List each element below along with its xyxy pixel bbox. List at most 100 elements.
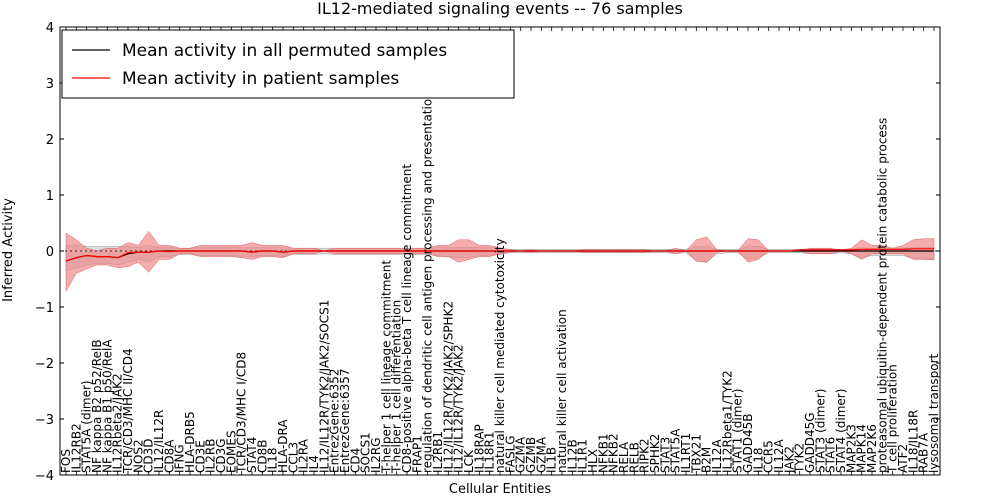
category-label: IL12A bbox=[710, 439, 724, 473]
category-label: FRAP1 bbox=[410, 435, 424, 473]
category-label: IL18 bbox=[751, 448, 765, 474]
category-label: HLA-DRA bbox=[276, 419, 290, 473]
category-label: RELA bbox=[617, 441, 631, 473]
category-label: EntrezGene:6357 bbox=[338, 369, 352, 474]
category-label: MAP2K3 bbox=[844, 424, 858, 473]
category-label: IL18 bbox=[266, 448, 280, 474]
category-label: LCK bbox=[462, 449, 476, 473]
category-label: EOMES bbox=[224, 430, 238, 473]
category-label: TBX21 bbox=[689, 434, 703, 474]
category-label: GZMA bbox=[514, 436, 528, 473]
category-label: IL1RT1 bbox=[679, 433, 693, 473]
category-label: T-helper 1 cell lineage commitment bbox=[379, 260, 393, 474]
category-label: GZMB bbox=[524, 437, 538, 473]
chart-title: IL12-mediated signaling events -- 76 sam… bbox=[317, 0, 683, 18]
category-label: RIPK2 bbox=[638, 438, 652, 473]
category-label: IL2RG bbox=[369, 438, 383, 474]
category-label: IL12A bbox=[772, 439, 786, 473]
category-label: regulation of dendritic cell antigen pro… bbox=[421, 91, 435, 473]
category-label: IL2RB1 bbox=[431, 431, 445, 473]
y-ticks: −4 −3 −2 −1 0 1 2 3 4 bbox=[35, 21, 940, 484]
category-label: TCR/CD3/MHC II/CD4 bbox=[121, 348, 135, 474]
category-label: IL18/IL18R bbox=[906, 410, 920, 473]
category-label: IL2RA bbox=[297, 438, 311, 473]
category-label: NOS2 bbox=[131, 439, 145, 473]
category-label: IL2RB bbox=[204, 439, 218, 473]
category-label: STAT3 bbox=[658, 437, 672, 473]
category-label: HLX bbox=[586, 449, 600, 473]
category-label: GZMA bbox=[534, 436, 548, 473]
category-label: ATF2 bbox=[896, 444, 910, 473]
category-label: natural killer cell activation bbox=[555, 309, 569, 473]
legend: Mean activity in all permuted samples Me… bbox=[61, 29, 515, 99]
category-label: STAT4 bbox=[245, 437, 259, 473]
category-label: STAT4 (dimer) bbox=[834, 389, 848, 473]
category-label: IL1R1 bbox=[576, 439, 590, 473]
category-label: natural killer cell mediated cytotoxicit… bbox=[493, 238, 507, 473]
category-label: RELB bbox=[627, 442, 641, 473]
category-label: B2M bbox=[700, 447, 714, 473]
category-label: TCR/CD3/MHC I/CD8 bbox=[235, 352, 249, 474]
category-label: SOCS1 bbox=[359, 432, 373, 473]
category-label: FASLG bbox=[503, 435, 517, 473]
category-label: IL12/IL12R bbox=[152, 410, 166, 473]
category-label: IL12/IL12R/TYK2/JAK2 bbox=[452, 344, 466, 473]
y-tick-label: 0 bbox=[46, 245, 54, 260]
category-label: IL18R1 bbox=[483, 432, 497, 473]
category-label: CD8A bbox=[162, 439, 176, 473]
category-label: STAT5A (dimer) bbox=[80, 380, 94, 473]
category-label: FOS bbox=[59, 449, 73, 473]
y-tick-label: −2 bbox=[35, 357, 54, 372]
category-label: STAT5A bbox=[669, 428, 683, 473]
category-label: CD3E bbox=[193, 440, 207, 473]
category-label: CD4 bbox=[348, 448, 362, 473]
category-label: CD3D bbox=[142, 439, 156, 474]
category-label: CD3G bbox=[214, 438, 228, 473]
series-line-1 bbox=[65, 248, 934, 262]
category-label: CCR5 bbox=[762, 440, 776, 473]
y-tick-label: −3 bbox=[35, 413, 54, 428]
x-axis-label: Cellular Entities bbox=[449, 482, 551, 497]
category-label: RAB7A bbox=[917, 432, 931, 473]
category-label: NFKB1 bbox=[596, 433, 610, 473]
category-label: NFKB2 bbox=[607, 433, 621, 473]
category-label: CCL3 bbox=[286, 442, 300, 473]
category-label: CD8-positive alpha-beta T cell lineage c… bbox=[400, 164, 414, 473]
category-label: MAPK14 bbox=[855, 424, 869, 473]
legend-label-patient: Mean activity in patient samples bbox=[122, 69, 399, 89]
category-label: GADD45B bbox=[741, 414, 755, 474]
y-tick-label: −4 bbox=[35, 469, 54, 484]
y-tick-label: 4 bbox=[46, 21, 54, 36]
category-label: TYK2 bbox=[793, 443, 807, 474]
category-label: proteasomal ubiquitin-dependent protein … bbox=[875, 118, 889, 473]
y-tick-label: 2 bbox=[46, 133, 54, 148]
category-label: T cell proliferation bbox=[886, 364, 900, 474]
category-label: IFNG bbox=[173, 444, 187, 473]
lines-layer bbox=[60, 248, 940, 262]
category-label: MAP2K6 bbox=[865, 424, 879, 473]
category-label: IL12/IL12R/TYK2/JAK2/SOCS1 bbox=[317, 300, 331, 473]
category-label: STAT3 (dimer) bbox=[813, 389, 827, 473]
category-label: EntrezGene:6352 bbox=[328, 369, 342, 474]
category-label: IL18RAP bbox=[472, 424, 486, 473]
category-label: T-helper 1 cell differentiation bbox=[390, 300, 404, 474]
category-label: IL12B bbox=[565, 439, 579, 473]
legend-label-permuted: Mean activity in all permuted samples bbox=[122, 41, 447, 61]
category-label: lysosomal transport bbox=[927, 353, 941, 473]
category-label: STAT6 bbox=[824, 437, 838, 473]
category-label: IL12RB2 bbox=[69, 423, 83, 473]
category-label: IL12Rbeta1/TYK2 bbox=[720, 370, 734, 473]
category-label: STAT1 (dimer) bbox=[731, 389, 745, 473]
y-tick-label: −1 bbox=[35, 301, 54, 316]
category-label: NF kappa B1 p50/RelA bbox=[100, 339, 114, 473]
category-label: IL1B bbox=[545, 447, 559, 473]
category-label: IL12/IL12R/TYK2/JAK2/SPHK2 bbox=[441, 301, 455, 473]
y-tick-label: 3 bbox=[46, 77, 54, 92]
patient-band bbox=[65, 230, 935, 293]
category-label: NF kappa B2 p52/RelB bbox=[90, 339, 104, 473]
y-tick-label: 1 bbox=[46, 189, 54, 204]
category-label: SPHK2 bbox=[648, 434, 662, 473]
category-label: CD8B bbox=[255, 440, 269, 474]
